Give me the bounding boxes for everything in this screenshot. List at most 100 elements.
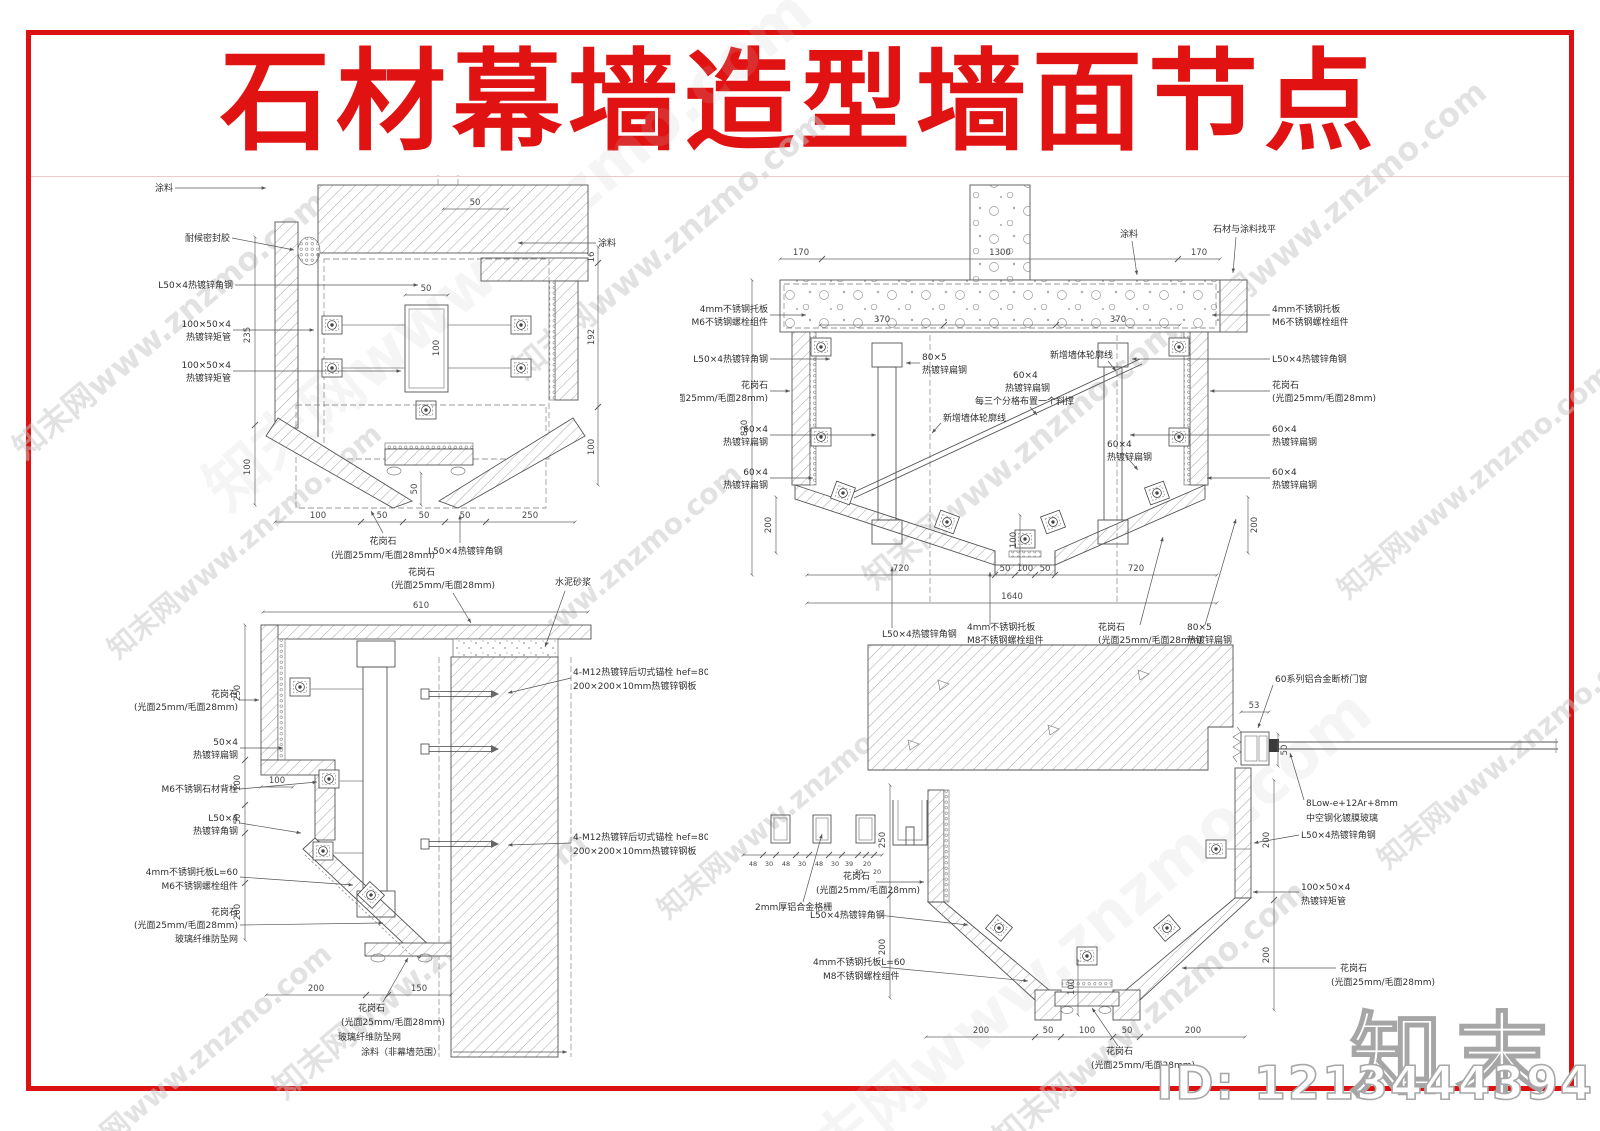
dim-label: 250 bbox=[233, 685, 243, 701]
callouts: 60系列铝合金断桥门窗 8Low-e+12Ar+8mm 中空钢化镀膜玻璃 L50… bbox=[755, 673, 1435, 1071]
material-label: 60×4 bbox=[1272, 468, 1297, 478]
dim-label: 1300 bbox=[989, 248, 1011, 258]
material-label: 花岗石 bbox=[211, 906, 238, 918]
material-label: 4mm不锈钢托板L=60 bbox=[146, 866, 239, 878]
material-label: 4mm不锈钢托板 bbox=[1272, 303, 1340, 315]
material-label: 花岗石 bbox=[1272, 379, 1299, 391]
material-label: 花岗石 bbox=[741, 379, 768, 391]
material-label: 200×200×10mm热镀锌钢板 bbox=[573, 680, 696, 692]
material-label: 涂料 bbox=[598, 237, 616, 249]
callouts: 4mm不锈钢托板 M6不锈钢螺栓组件 L50×4热镀锌角钢 花岗石 (光面25m… bbox=[680, 223, 1376, 646]
dim-label: 100 bbox=[233, 775, 243, 791]
material-label: 60系列铝合金断桥门窗 bbox=[1275, 673, 1367, 685]
dim-label: 200 bbox=[1185, 1026, 1201, 1036]
material-label: 50×4 bbox=[213, 738, 238, 748]
material-label: 热镀锌扁钢 bbox=[1005, 382, 1050, 394]
dim-label: 200 bbox=[1262, 832, 1272, 848]
material-label: L50×4热镀锌角钢 bbox=[810, 909, 885, 921]
material-label: 热镀锌扁钢 bbox=[1187, 634, 1232, 646]
dim-label: 39 bbox=[845, 860, 853, 868]
dim-label: 50 bbox=[470, 198, 481, 208]
material-label: 热镀锌扁钢 bbox=[723, 436, 768, 448]
material-label: 热镀锌扁钢 bbox=[1107, 451, 1152, 463]
dim-label: 170 bbox=[793, 248, 809, 258]
material-label: 热镀锌扁钢 bbox=[1272, 436, 1317, 448]
material-label: (光面25mm/毛面28mm) bbox=[680, 392, 768, 404]
dim-label: 100 bbox=[1009, 532, 1019, 548]
annotation-label: 新增墙体轮廓线 bbox=[1050, 349, 1113, 361]
dim-label: 370 bbox=[874, 315, 890, 325]
material-label: 4mm不锈钢托板L=60 bbox=[813, 956, 906, 968]
dimensions: 610 250 100 50 200 100 200 150 bbox=[233, 601, 590, 999]
material-label: 玻璃纤维防坠网 bbox=[175, 933, 238, 945]
dim-label: 820 bbox=[740, 420, 750, 436]
stone-walls bbox=[791, 331, 1209, 576]
dim-label: 50 bbox=[410, 484, 420, 495]
image-id-text: ID: 1213444394 bbox=[1155, 1055, 1594, 1111]
material-label: 热镀锌扁钢 bbox=[723, 479, 768, 491]
concrete-structure bbox=[779, 184, 1248, 333]
material-label: 涂料 bbox=[155, 182, 173, 194]
material-label: M6不锈钢石材背栓 bbox=[162, 783, 239, 795]
title-divider bbox=[30, 176, 1570, 177]
dim-label: 50 bbox=[419, 511, 430, 521]
material-label: (光面25mm/毛面28mm) bbox=[134, 701, 238, 713]
dimensions: 50 50 100 235 100 16 192 100 50 100 50 5… bbox=[243, 198, 602, 526]
steel-and-grille bbox=[770, 800, 1251, 966]
material-label: (光面25mm/毛面28mm) bbox=[1331, 976, 1435, 988]
dim-label: 100 bbox=[243, 459, 253, 475]
detail-bottom-left: 610 250 100 50 200 100 200 150 花岗石 (光面25… bbox=[134, 566, 708, 1058]
dim-label: 720 bbox=[1128, 564, 1144, 574]
detail-top-left: 50 50 100 235 100 16 192 100 50 100 50 5… bbox=[155, 175, 616, 561]
dim-label: 100 bbox=[1017, 564, 1033, 574]
dim-label: 192 bbox=[587, 329, 597, 345]
dim-label: 235 bbox=[243, 327, 253, 343]
dim-label: 50 bbox=[1000, 564, 1011, 574]
stone-walls bbox=[926, 767, 1253, 1021]
dim-label: 170 bbox=[1191, 248, 1207, 258]
material-label: 热镀锌扁钢 bbox=[193, 749, 238, 761]
material-label: 100×50×4 bbox=[182, 361, 232, 371]
material-label: M6不锈钢螺栓组件 bbox=[692, 316, 769, 328]
stone-v bbox=[265, 404, 586, 509]
annotation-label: 新增墙体轮廓线 bbox=[943, 412, 1006, 424]
material-label: M8不锈钢螺栓组件 bbox=[823, 970, 900, 982]
dim-label: 100 bbox=[1079, 1026, 1095, 1036]
material-label: 涂料（非幕墙范围） bbox=[361, 1046, 442, 1058]
callouts: 花岗石 (光面25mm/毛面28mm) 水泥砂浆 花岗石 (光面25mm/毛面2… bbox=[134, 566, 708, 1058]
material-label: (光面25mm/毛面28mm) bbox=[816, 884, 920, 896]
material-label: L50×4热镀锌角钢 bbox=[693, 353, 768, 365]
dim-label: 50 bbox=[377, 511, 388, 521]
material-label: L50×4 bbox=[208, 814, 238, 824]
dim-label: 100 bbox=[587, 439, 597, 455]
material-label: M6不锈钢螺栓组件 bbox=[162, 880, 239, 892]
dim-label: 30 bbox=[765, 860, 773, 868]
steel-frame bbox=[289, 640, 500, 918]
material-label: (光面25mm/毛面28mm) bbox=[331, 549, 435, 561]
concrete-structure bbox=[867, 644, 1234, 771]
material-label: 4-M12热镀锌后切式锚栓 hef=80mm bbox=[573, 831, 708, 843]
dimensions: 48 30 48 30 48 30 39 20 20 20 53 50 200 … bbox=[741, 701, 1290, 1041]
dim-label: 50 bbox=[1043, 1026, 1054, 1036]
material-label: M8不锈钢螺栓组件 bbox=[967, 634, 1044, 646]
znzmo-logo: 知末 bbox=[1349, 1002, 1562, 1111]
dim-label: 1640 bbox=[1001, 592, 1023, 602]
material-label: 60×4 bbox=[743, 468, 768, 478]
material-label: L50×4热镀锌角钢 bbox=[882, 628, 957, 640]
sheet-title: 石材幕墙造型墙面节点 bbox=[220, 38, 1380, 166]
dim-label: 100 bbox=[1067, 979, 1077, 995]
material-label: 热镀锌扁钢 bbox=[922, 364, 967, 376]
material-label: 耐候密封胶 bbox=[185, 232, 230, 244]
material-label: 60×4 bbox=[1272, 425, 1297, 435]
steel-frame bbox=[810, 335, 1190, 605]
material-label: 中空钢化镀膜玻璃 bbox=[1306, 812, 1378, 824]
dim-label: 53 bbox=[1249, 701, 1260, 711]
dim-label: 50 bbox=[1040, 564, 1051, 574]
material-label: 热镀锌扁钢 bbox=[1272, 479, 1317, 491]
material-label: (光面25mm/毛面28mm) bbox=[1091, 1059, 1195, 1071]
material-label: 8Low-e+12Ar+8mm bbox=[1306, 799, 1398, 809]
dim-label: 30 bbox=[831, 860, 839, 868]
dim-label: 48 bbox=[782, 860, 790, 868]
dim-label: 200 bbox=[1250, 517, 1260, 533]
wall-hatch bbox=[274, 175, 589, 429]
